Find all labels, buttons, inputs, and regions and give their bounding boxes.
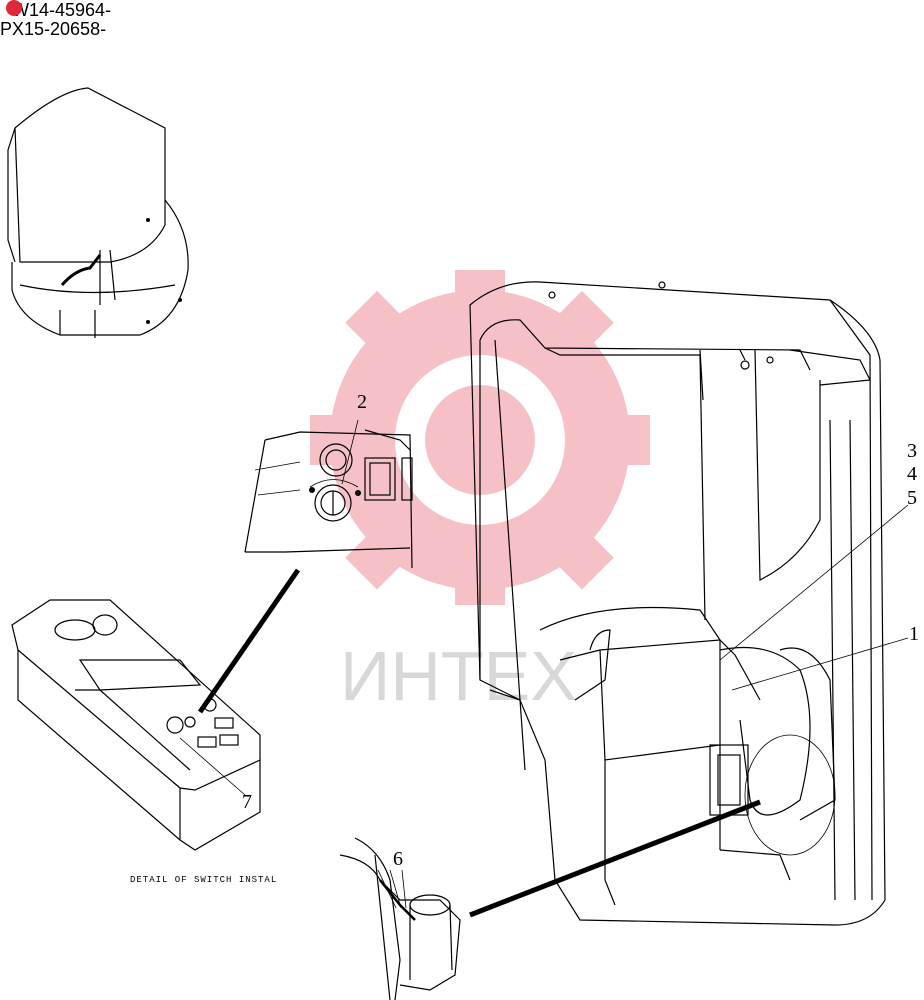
callout-7: 7 <box>242 791 252 813</box>
callout-6: 6 <box>393 848 403 870</box>
harness-detail <box>339 837 461 1000</box>
marker-dot <box>6 0 22 16</box>
callout-3: 3 <box>907 440 917 462</box>
leader-3-4-5 <box>719 504 909 661</box>
callout-1: 1 <box>909 623 919 645</box>
console-detail <box>11 599 261 851</box>
callout-2: 2 <box>357 391 367 413</box>
serial-range-1: W14-45964- <box>6 0 112 20</box>
watermark-text: ИНТЕХ <box>340 637 577 715</box>
main-cab-assembly <box>469 281 886 926</box>
detail-caption: DETAIL OF SWITCH INSTAL <box>130 875 277 885</box>
serial-text-1: W14-45964- <box>12 0 112 20</box>
leader-1 <box>731 637 909 691</box>
switch-detail-inset <box>244 419 413 569</box>
cab-overview <box>7 87 189 338</box>
callout-4: 4 <box>907 463 917 485</box>
callout-5: 5 <box>907 487 917 509</box>
serial-range-2: PX15-20658- <box>0 19 107 39</box>
